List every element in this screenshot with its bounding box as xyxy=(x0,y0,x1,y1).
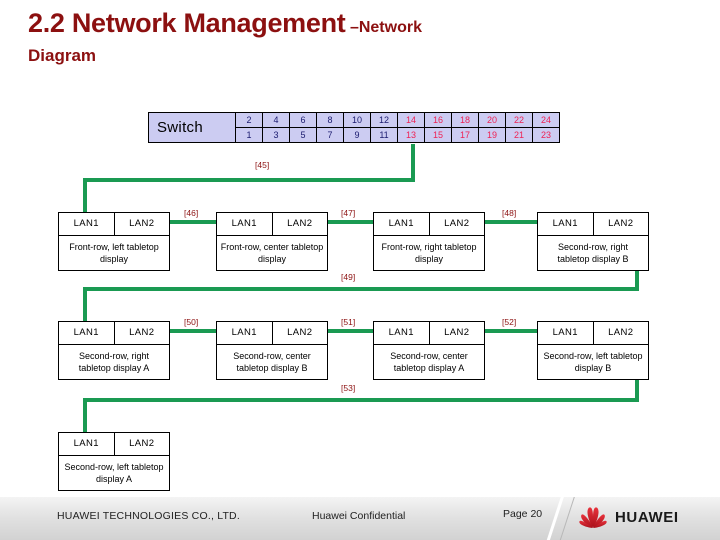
device-lan-row: LAN1 LAN2 xyxy=(59,433,169,456)
link-tag-48: [48] xyxy=(502,208,517,218)
switch-port-20[interactable]: 20 xyxy=(478,112,506,128)
lan2-port[interactable]: LAN2 xyxy=(287,327,313,338)
device-second-row-right-a[interactable]: LAN1 LAN2 Second-row, right tabletop dis… xyxy=(58,321,170,380)
switch-port-15[interactable]: 15 xyxy=(424,127,452,143)
lan2-port[interactable]: LAN2 xyxy=(129,438,155,449)
device-lan-row: LAN1 LAN2 xyxy=(59,322,169,345)
device-lan-row: LAN1 LAN2 xyxy=(538,322,648,345)
lan1-port[interactable]: LAN1 xyxy=(538,322,594,344)
lan2-port[interactable]: LAN2 xyxy=(444,327,470,338)
switch-top-row: Switch 2 4 6 8 10 12 14 16 18 20 22 24 xyxy=(148,112,560,143)
device-lan-row: LAN1 LAN2 xyxy=(374,213,484,236)
switch-port-24[interactable]: 24 xyxy=(532,112,560,128)
switch-port-4[interactable]: 4 xyxy=(262,112,290,128)
lan1-port[interactable]: LAN1 xyxy=(59,213,115,235)
device-label: Second-row, right tabletop display B xyxy=(557,242,629,264)
switch-bottom-row: 1 3 5 7 9 11 13 15 17 19 21 23 xyxy=(149,127,560,143)
link-tag-45: [45] xyxy=(255,160,270,170)
link-tag-50: [50] xyxy=(184,317,199,327)
footer-company-name: HUAWEI TECHNOLOGIES CO., LTD. xyxy=(57,510,240,522)
switch-port-12[interactable]: 12 xyxy=(370,112,398,128)
link-tag-46: [46] xyxy=(184,208,199,218)
link-tag-53: [53] xyxy=(341,383,356,393)
device-front-row-center[interactable]: LAN1 LAN2 Front-row, center tabletop dis… xyxy=(216,212,328,271)
switch-port-3[interactable]: 3 xyxy=(262,127,290,143)
lan1-port[interactable]: LAN1 xyxy=(217,213,273,235)
switch-port-table: Switch 2 4 6 8 10 12 14 16 18 20 22 24 1… xyxy=(148,112,560,143)
switch-port-16[interactable]: 16 xyxy=(424,112,452,128)
switch-port-13[interactable]: 13 xyxy=(397,127,425,143)
device-label: Second-row, left tabletop display A xyxy=(64,462,164,484)
footer-page-number: Page 20 xyxy=(503,508,543,520)
switch-port-22[interactable]: 22 xyxy=(505,112,533,128)
lan1-port[interactable]: LAN1 xyxy=(59,433,115,455)
title-main-text: 2.2 Network Management xyxy=(28,8,346,38)
lan2-port[interactable]: LAN2 xyxy=(287,218,313,229)
device-lan-row: LAN1 LAN2 xyxy=(374,322,484,345)
device-label: Front-row, right tabletop display xyxy=(381,242,477,264)
lan1-port[interactable]: LAN1 xyxy=(374,213,430,235)
switch-port-21[interactable]: 21 xyxy=(505,127,533,143)
switch-port-14[interactable]: 14 xyxy=(397,112,425,128)
switch-port-9[interactable]: 9 xyxy=(343,127,371,143)
switch-port-8[interactable]: 8 xyxy=(316,112,344,128)
switch-port-19[interactable]: 19 xyxy=(478,127,506,143)
switch-port-7[interactable]: 7 xyxy=(316,127,344,143)
lan1-port[interactable]: LAN1 xyxy=(538,213,594,235)
lan2-port[interactable]: LAN2 xyxy=(608,218,634,229)
device-second-row-center-b[interactable]: LAN1 LAN2 Second-row, center tabletop di… xyxy=(216,321,328,380)
device-lan-row: LAN1 LAN2 xyxy=(217,213,327,236)
link-tag-47: [47] xyxy=(341,208,356,218)
switch-port-23[interactable]: 23 xyxy=(532,127,560,143)
lan1-port[interactable]: LAN1 xyxy=(217,322,273,344)
device-front-row-right[interactable]: LAN1 LAN2 Front-row, right tabletop disp… xyxy=(373,212,485,271)
lan1-port[interactable]: LAN1 xyxy=(374,322,430,344)
switch-port-6[interactable]: 6 xyxy=(289,112,317,128)
slide-footer: HUAWEI TECHNOLOGIES CO., LTD. Huawei Con… xyxy=(0,497,720,540)
switch-port-18[interactable]: 18 xyxy=(451,112,479,128)
lan1-port[interactable]: LAN1 xyxy=(59,322,115,344)
title-suffix-text: –Network xyxy=(349,19,422,36)
network-diagram: Switch 2 4 6 8 10 12 14 16 18 20 22 24 1… xyxy=(58,112,649,491)
switch-port-17[interactable]: 17 xyxy=(451,127,479,143)
device-label: Second-row, center tabletop display B xyxy=(233,351,311,373)
switch-port-5[interactable]: 5 xyxy=(289,127,317,143)
page-title: 2.2 Network Management –Network Diagram xyxy=(28,8,628,67)
device-second-row-left-b[interactable]: LAN1 LAN2 Second-row, left tabletop disp… xyxy=(537,321,649,380)
lan2-port[interactable]: LAN2 xyxy=(608,327,634,338)
lan2-port[interactable]: LAN2 xyxy=(129,218,155,229)
device-label: Second-row, center tabletop display A xyxy=(390,351,468,373)
switch-port-10[interactable]: 10 xyxy=(343,112,371,128)
device-second-row-right-b[interactable]: LAN1 LAN2 Second-row, right tabletop dis… xyxy=(537,212,649,271)
device-front-row-left[interactable]: LAN1 LAN2 Front-row, left tabletop displ… xyxy=(58,212,170,271)
link-tag-52: [52] xyxy=(502,317,517,327)
footer-confidentiality-notice: Huawei Confidential xyxy=(312,510,406,522)
switch-label: Switch xyxy=(148,112,236,143)
link-tag-51: [51] xyxy=(341,317,356,327)
huawei-logo-text: HUAWEI xyxy=(615,508,679,526)
lan2-port[interactable]: LAN2 xyxy=(129,327,155,338)
huawei-logo: HUAWEI xyxy=(578,505,679,529)
wire-45 xyxy=(83,144,415,217)
device-label: Front-row, left tabletop display xyxy=(69,242,159,264)
device-lan-row: LAN1 LAN2 xyxy=(59,213,169,236)
huawei-flower-icon xyxy=(579,507,607,528)
device-second-row-center-a[interactable]: LAN1 LAN2 Second-row, center tabletop di… xyxy=(373,321,485,380)
switch-port-2[interactable]: 2 xyxy=(235,112,263,128)
device-label: Front-row, center tabletop display xyxy=(220,242,324,264)
device-lan-row: LAN1 LAN2 xyxy=(538,213,648,236)
switch-port-11[interactable]: 11 xyxy=(370,127,398,143)
device-label: Second-row, right tabletop display A xyxy=(78,351,150,373)
link-tag-49: [49] xyxy=(341,272,356,282)
device-lan-row: LAN1 LAN2 xyxy=(217,322,327,345)
device-label: Second-row, left tabletop display B xyxy=(543,351,643,373)
title-second-line: Diagram xyxy=(28,46,97,65)
device-second-row-left-a[interactable]: LAN1 LAN2 Second-row, left tabletop disp… xyxy=(58,432,170,491)
lan2-port[interactable]: LAN2 xyxy=(444,218,470,229)
switch-port-1[interactable]: 1 xyxy=(235,127,263,143)
